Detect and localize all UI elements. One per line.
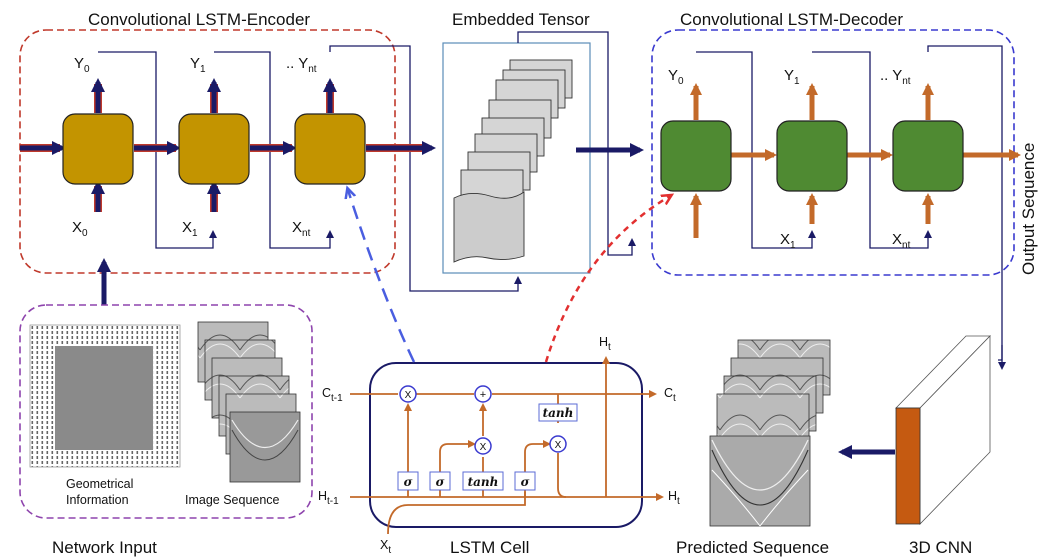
svg-text:X: X (480, 442, 487, 453)
decoder-cell-1 (776, 120, 848, 192)
encoder-x0-label: X0 (72, 219, 88, 239)
h-top-label: Ht (599, 335, 611, 353)
cnn-block: 3D CNN (895, 335, 991, 557)
predicted-title: Predicted Sequence (676, 538, 829, 557)
h-out-label: Ht (668, 489, 680, 507)
image-seq-label: Image Sequence (185, 493, 280, 507)
svg-text:tanh: tanh (468, 475, 499, 489)
lstm-cell-block: LSTM Cell X + X X (318, 190, 680, 557)
encoder-cell-0 (62, 113, 134, 185)
encoder-cell-nt (294, 113, 366, 185)
x-in-label: Xt (380, 538, 391, 556)
svg-text:σ: σ (436, 475, 445, 489)
decoder-xnt-label: Xnt (892, 231, 911, 251)
lstm-cell-title: LSTM Cell (450, 538, 529, 557)
encoder-x1-label: X1 (182, 219, 198, 239)
decoder-ynt-label: .. Ynt (880, 67, 911, 87)
cnn-front-face (895, 407, 921, 525)
encoder-ynt-label: .. Ynt (286, 55, 317, 75)
decoder-y0-label: Y0 (668, 67, 684, 87)
forget-gate (397, 471, 419, 491)
tensor-feedback-line (517, 31, 636, 256)
svg-text:X: X (555, 440, 562, 451)
encoder-feedback-1 (98, 51, 217, 249)
output-gate (514, 471, 536, 491)
decoder-feedback-1 (696, 51, 816, 249)
encoder-y0-label: Y0 (74, 55, 90, 75)
svg-text:tanh: tanh (543, 406, 574, 420)
c-prev-label: Ct-1 (322, 386, 343, 404)
cell-add (474, 385, 492, 403)
forget-multiply (399, 385, 417, 403)
decoder-y1-label: Y1 (784, 67, 800, 87)
geo-label-line1: Geometrical (66, 477, 133, 491)
encoder-title: Convolutional LSTM-Encoder (88, 10, 310, 29)
input-gate (429, 471, 451, 491)
decoder-feedback-2 (812, 51, 932, 249)
cnn-title: 3D CNN (909, 538, 972, 557)
encoder-xnt-label: Xnt (292, 219, 311, 239)
input-multiply (474, 437, 492, 455)
geometry-region (55, 346, 153, 450)
decoder-output-line (927, 45, 1003, 361)
predicted-sequence-block: Predicted Sequence (676, 339, 895, 557)
output-multiply (549, 435, 567, 453)
encoder-link-curve (348, 190, 416, 363)
embedded-tensor-block: Embedded Tensor (442, 10, 644, 274)
decoder-cell-nt (892, 120, 964, 192)
svg-text:σ: σ (404, 475, 413, 489)
encoder-block: Convolutional LSTM-Encoder (19, 10, 522, 305)
decoder-title: Convolutional LSTM-Decoder (680, 10, 903, 29)
decoder-block: Convolutional LSTM-Decoder Y0 Y1 .. Ynt … (651, 10, 1038, 370)
geo-label-line2: Information (66, 493, 129, 507)
encoder-feedback-2 (214, 51, 334, 249)
tensor-slices (453, 59, 573, 263)
svg-text:+: + (480, 389, 486, 401)
image-sequence-stack (197, 321, 301, 483)
decoder-x1-label: X1 (780, 231, 796, 251)
network-input-title: Network Input (52, 538, 157, 557)
candidate-tanh (462, 471, 504, 491)
output-sequence-label: Output Sequence (1019, 143, 1038, 275)
network-input-block: Network Input Geometrical Information Im… (19, 304, 313, 557)
h-prev-label: Ht-1 (318, 489, 339, 507)
cell-tanh (538, 403, 578, 422)
svg-text:X: X (405, 390, 412, 401)
predicted-stack (709, 339, 831, 527)
svg-text:σ: σ (521, 475, 530, 489)
encoder-feedback-3 (329, 45, 522, 292)
decoder-cell-0 (660, 120, 732, 192)
decoder-border (651, 29, 1015, 276)
encoder-cell-1 (178, 113, 250, 185)
c-out-label: Ct (664, 386, 676, 404)
encoder-y1-label: Y1 (190, 55, 206, 75)
tensor-title: Embedded Tensor (452, 10, 590, 29)
